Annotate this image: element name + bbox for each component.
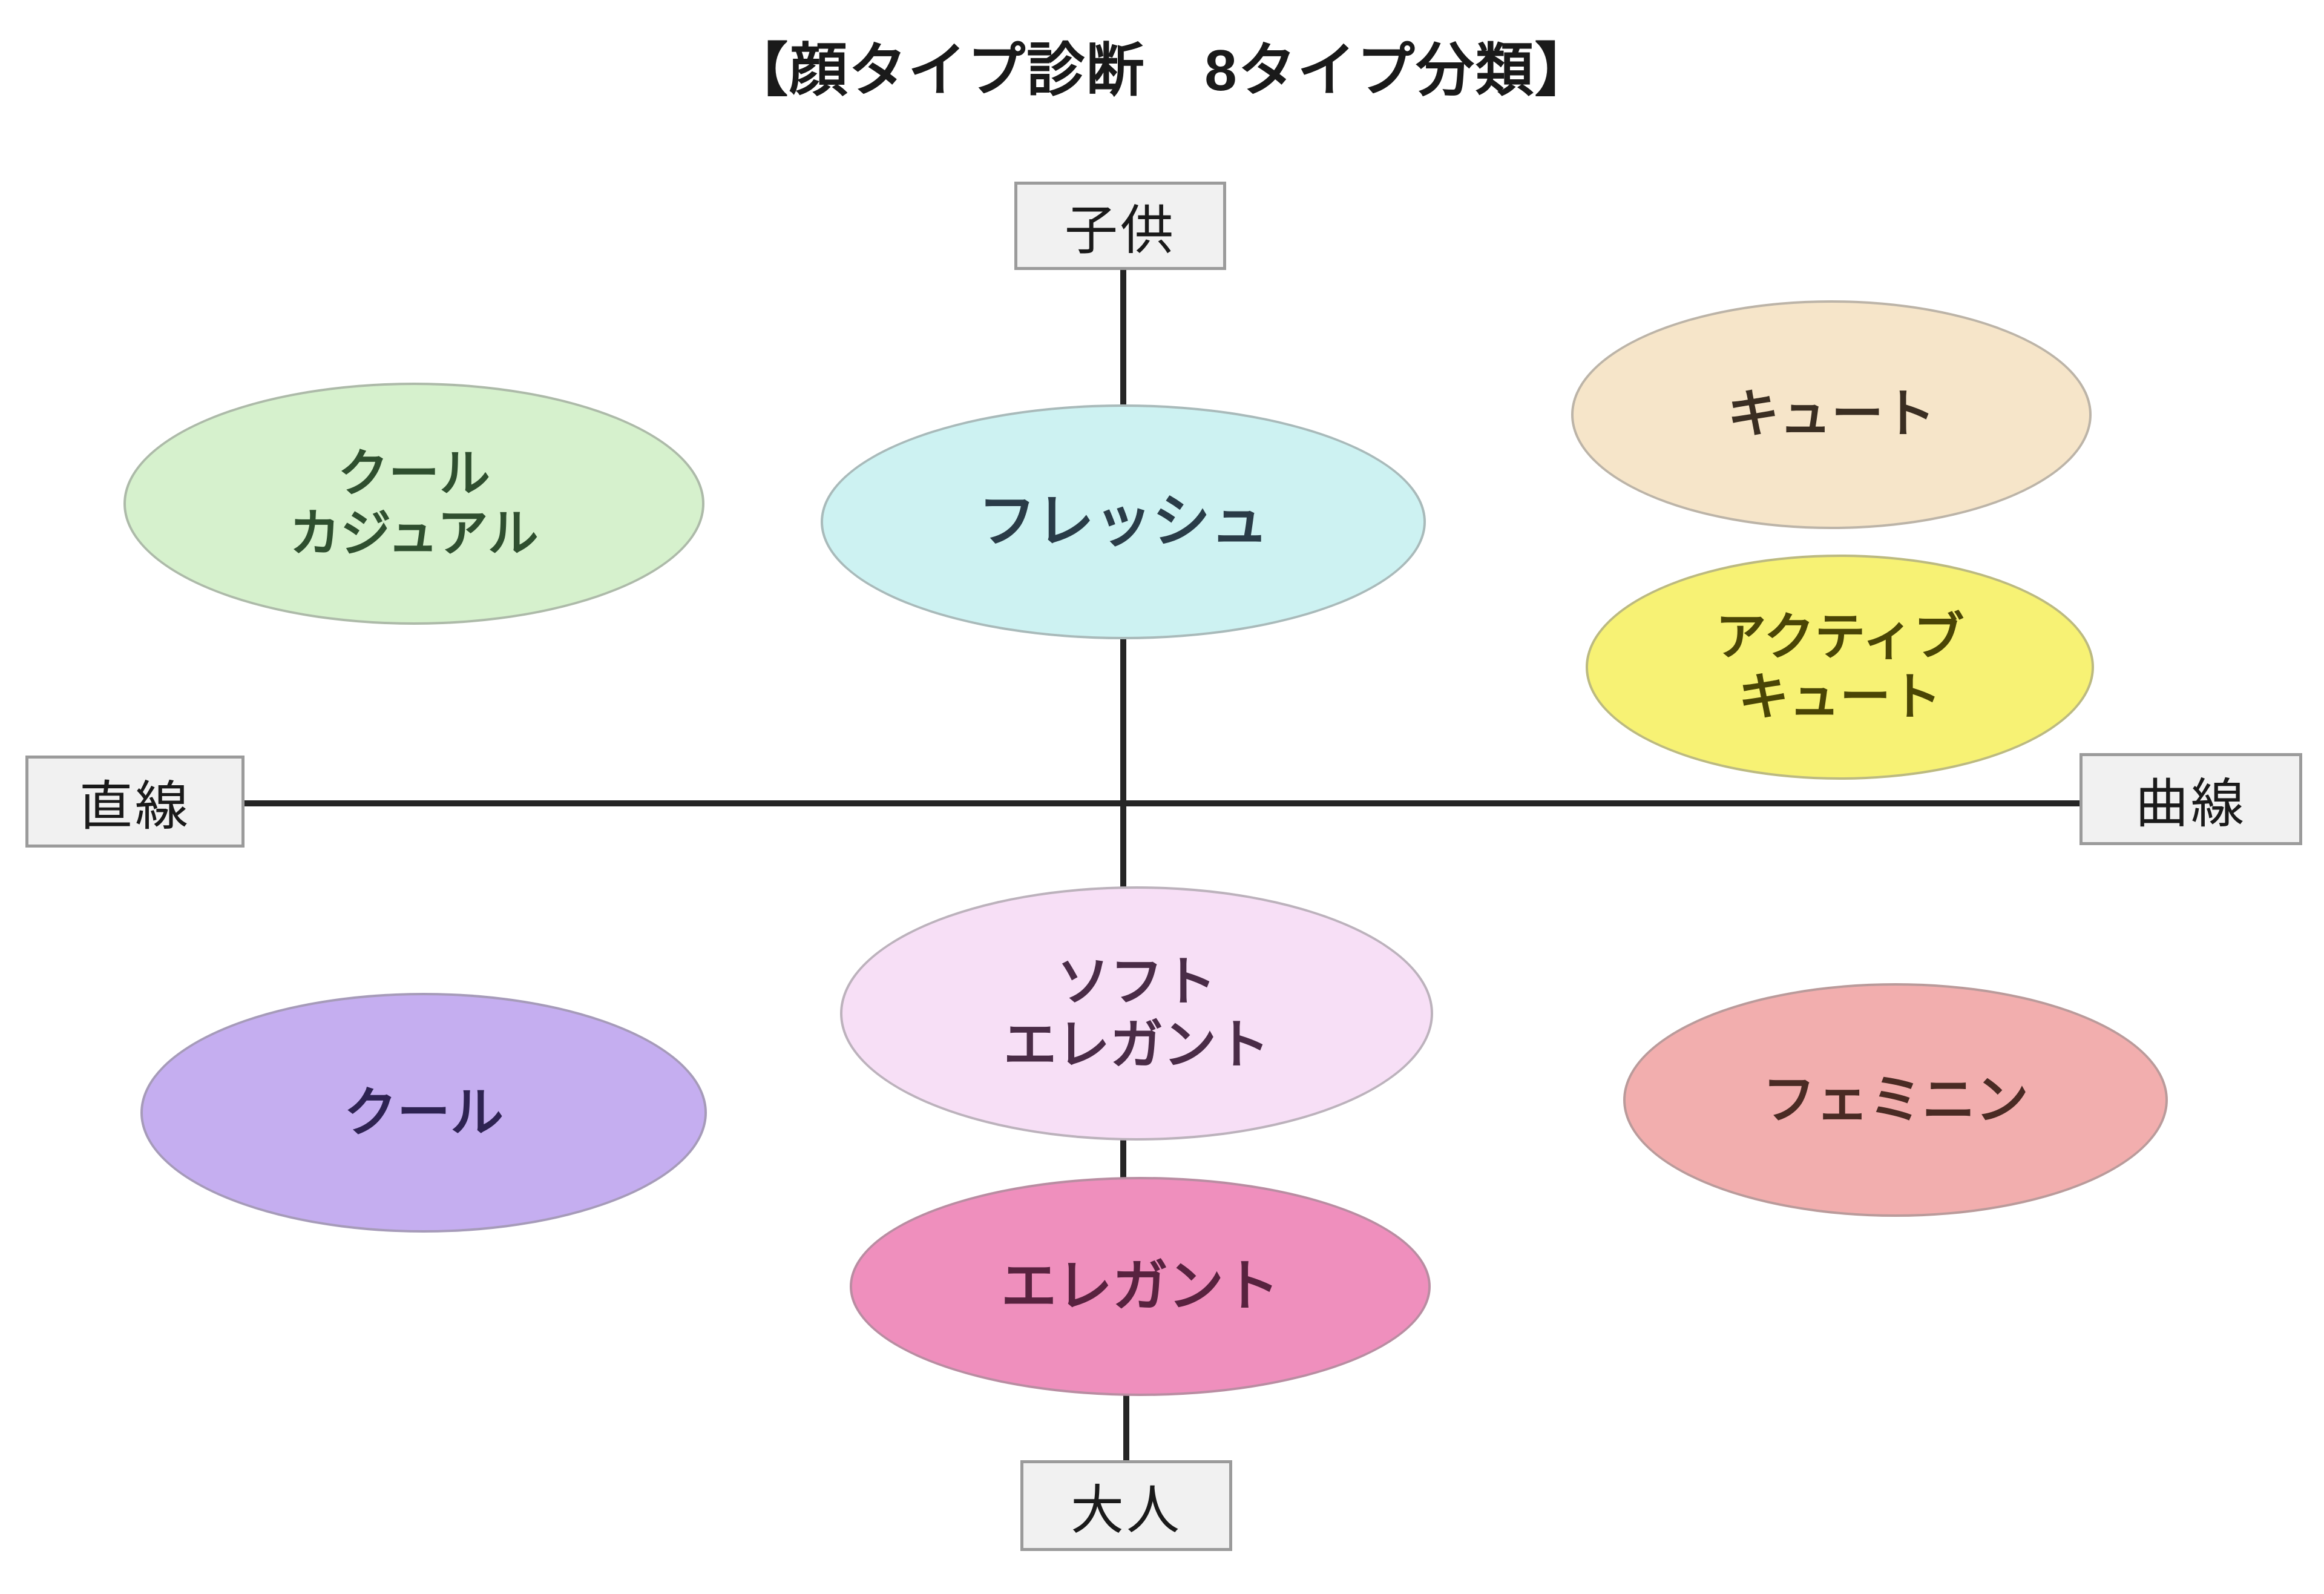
axis-label-adult: 大人	[1020, 1460, 1232, 1551]
page-title: 【顔タイプ診断 8タイプ分類】	[730, 38, 1594, 103]
type-label-line: クール	[343, 1082, 504, 1143]
horizontal-axis-line	[245, 800, 2096, 806]
connector-center-to-soft-elegant	[1120, 805, 1126, 896]
type-label-line: カジュアル	[289, 505, 539, 562]
connector-soft-elegant-to-elegant	[1120, 1127, 1126, 1185]
type-ellipse-cool[interactable]: クール	[140, 993, 707, 1233]
axis-label-child: 子供	[1014, 182, 1226, 270]
type-ellipse-elegant[interactable]: エレガント	[850, 1177, 1431, 1396]
type-label-line: フェミニン	[1762, 1070, 2029, 1130]
connector-fresh-to-center	[1120, 630, 1126, 805]
type-label-line: クール	[337, 444, 490, 502]
type-ellipse-feminine[interactable]: フェミニン	[1623, 983, 2168, 1217]
type-label-line: エレガント	[1003, 1015, 1270, 1075]
axis-label-curved: 曲線	[2079, 753, 2302, 845]
type-label-line: アクティブ	[1715, 608, 1965, 665]
type-ellipse-cute[interactable]: キュート	[1571, 300, 2092, 529]
type-label-line: ソフト	[1056, 952, 1216, 1012]
type-label-line: エレガント	[1000, 1255, 1279, 1317]
type-ellipse-active-cute[interactable]: アクティブ キュート	[1586, 555, 2094, 780]
type-label-line: フレッシュ	[978, 489, 1269, 555]
type-ellipse-fresh[interactable]: フレッシュ	[821, 404, 1426, 639]
type-label-line: キュート	[1727, 385, 1935, 444]
type-ellipse-cool-casual[interactable]: クール カジュアル	[123, 383, 704, 625]
axis-label-straight: 直線	[25, 756, 245, 848]
type-label-line: キュート	[1738, 668, 1942, 725]
connector-elegant-to-adult	[1123, 1380, 1129, 1463]
type-ellipse-soft-elegant[interactable]: ソフト エレガント	[840, 886, 1433, 1141]
